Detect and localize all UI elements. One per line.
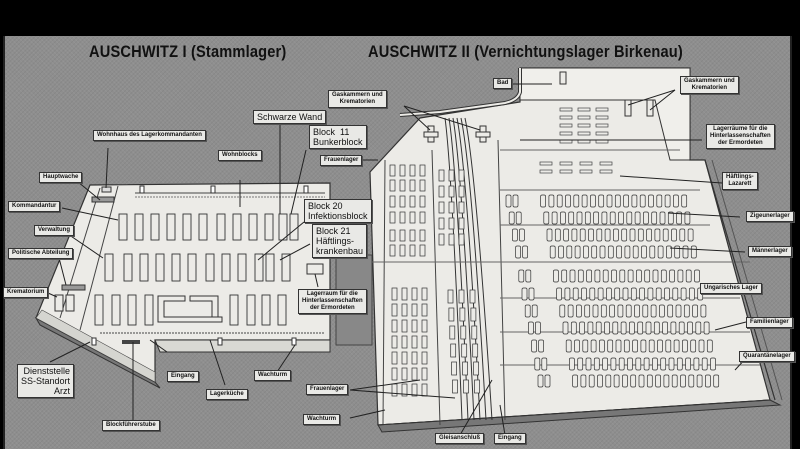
label-wachturm-2: Wachturm <box>303 414 341 425</box>
label-eingang-1: Eingang <box>167 371 199 382</box>
auschwitz-1-plan <box>34 182 373 389</box>
label-ungarisches-lager: Ungarisches Lager <box>700 283 763 294</box>
label-wohnhaus-kommandant: Wohnhaus des Lagerkommandanten <box>93 130 206 141</box>
auschwitz-2-plan <box>369 67 783 433</box>
label-verwaltung: Verwaltung <box>34 225 75 236</box>
label-blockfuehrerstube: Blockführerstube <box>102 420 160 431</box>
label-lagerkueche: Lagerküche <box>206 389 248 400</box>
label-block-11: Block 11 Bunkerblock <box>309 125 367 149</box>
label-gaskammern-left: Gaskammern und Krematorien <box>328 90 387 108</box>
label-lagerraeume-2: Lagerräume für die Hinterlassenschaften … <box>706 124 775 149</box>
label-frauenlager-bottom: Frauenlager <box>306 384 349 395</box>
title-auschwitz-2: AUSCHWITZ II (Vernichtungslager Birkenau… <box>368 42 683 61</box>
label-gaskammern-right: Gaskammern und Krematorien <box>680 76 739 94</box>
label-kommandantur: Kommandantur <box>8 201 61 212</box>
label-maennerlager: Männerlager <box>748 246 792 257</box>
label-schwarze-wand: Schwarze Wand <box>253 110 327 124</box>
label-block-20: Block 20 Infektionsblock <box>304 199 372 223</box>
title-auschwitz-1: AUSCHWITZ I (Stammlager) <box>89 42 287 61</box>
leader-lines <box>47 83 749 436</box>
label-zigeunerlager: Zigeunerlager <box>746 211 794 222</box>
label-bad: Bad <box>493 78 513 89</box>
label-gleisanschluss: Gleisanschluß <box>435 433 485 444</box>
label-politische-abteilung: Politische Abteilung <box>8 248 74 259</box>
label-frauenlager-top: Frauenlager <box>320 155 363 166</box>
label-hauptwache: Hauptwache <box>39 172 83 183</box>
label-wohnblocks: Wohnblocks <box>218 150 262 161</box>
label-haeftlingslazarett: Häftlings- Lazarett <box>722 172 758 190</box>
label-lagerraum-1: Lagerraum für die Hinterlassenschaften d… <box>298 289 367 314</box>
label-wachturm-1: Wachturm <box>254 370 292 381</box>
label-krematorium-1: Krematorium <box>3 287 49 298</box>
label-dienststelle-ss-arzt: Dienststelle SS-Standort Arzt <box>17 364 75 398</box>
label-eingang-2: Eingang <box>494 433 526 444</box>
label-familienlager: Familienlager <box>746 317 793 328</box>
label-quarantaenelager: Quarantänelager <box>739 351 795 362</box>
label-block-21: Block 21 Häftlings- krankenbau <box>312 224 368 258</box>
